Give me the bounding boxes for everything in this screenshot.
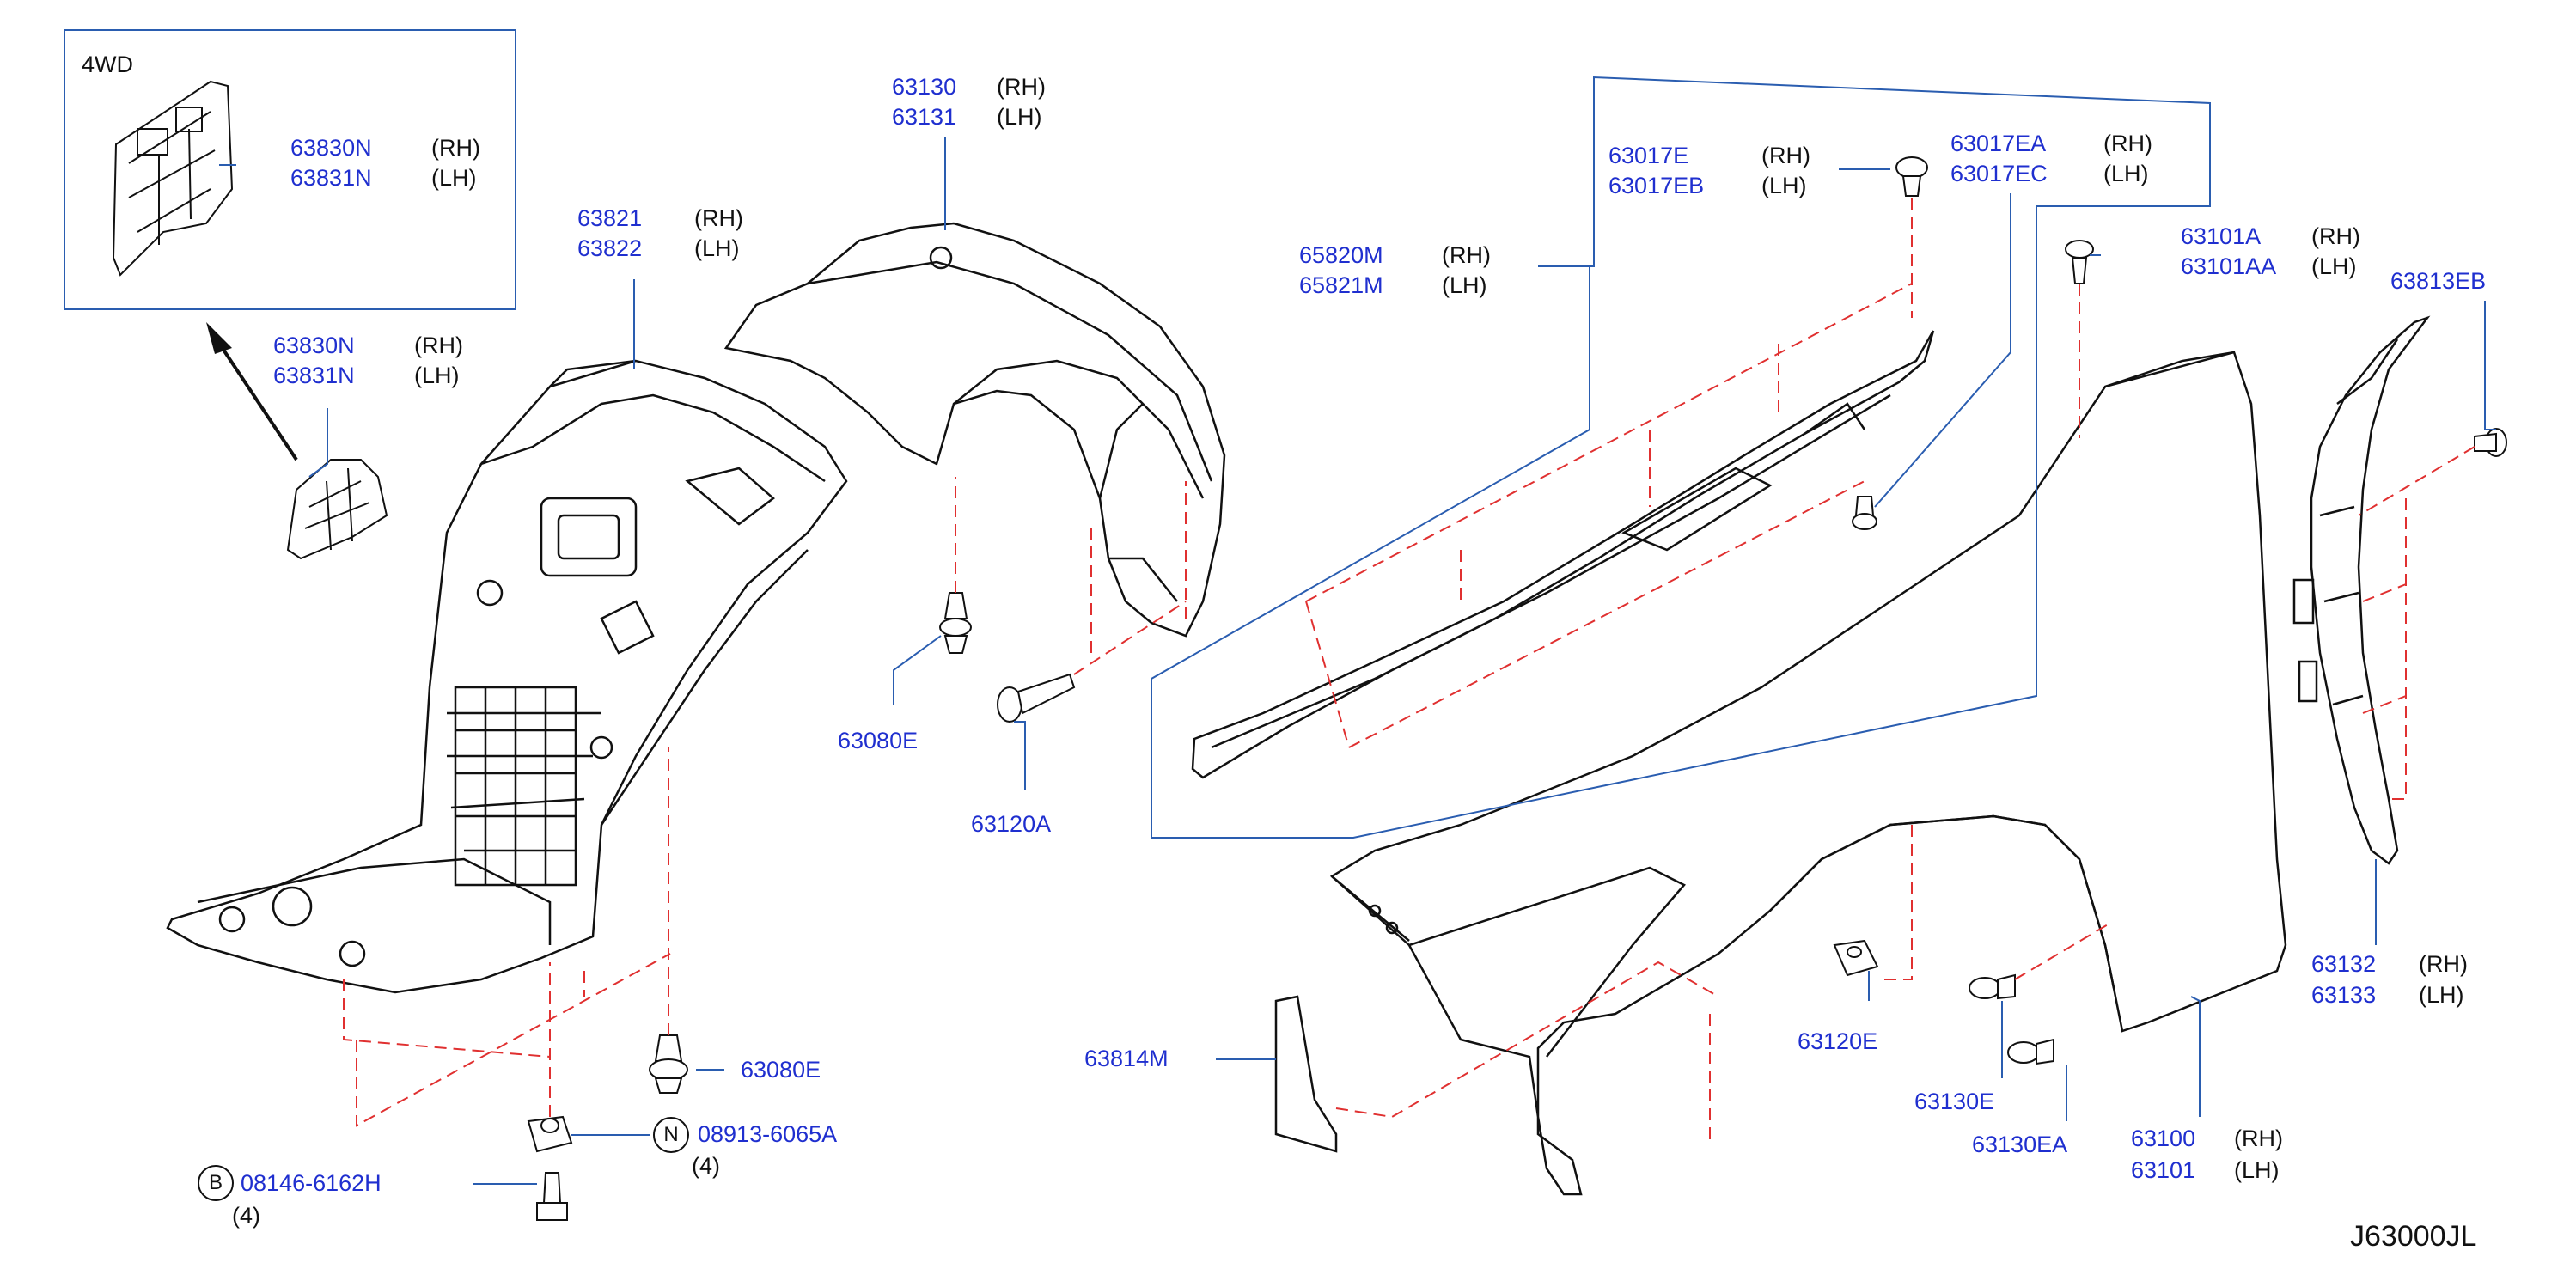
callout-63017ec-lh: (LH) (2103, 161, 2149, 186)
callout-63017ec: 63017EC (1950, 161, 2048, 186)
callout-63831n-inset-lh: (LH) (431, 165, 477, 191)
filler-63814m (1274, 995, 1338, 1153)
inset-4wd-splash-guard (112, 80, 234, 277)
callout-63101aa: 63101AA (2181, 253, 2277, 279)
clip-63017e (1895, 156, 1928, 197)
nut-08913-6065a (527, 1115, 573, 1153)
callout-63017ea: 63017EA (1950, 131, 2047, 156)
clip-63080e-top (939, 592, 972, 654)
callout-63017eb-lh: (LH) (1761, 173, 1807, 198)
leader-lines (219, 76, 2496, 1185)
screw-63120a (997, 673, 1076, 723)
hidden-lines (343, 198, 2475, 1143)
symbol-b: B (198, 1165, 234, 1201)
callout-63120a: 63120A (971, 811, 1052, 837)
callout-63830n-inset: 63830N (290, 135, 372, 161)
callout-63813eb: 63813EB (2390, 268, 2487, 294)
clip-63130e (1969, 973, 2016, 1000)
callout-63100-rh: (RH) (2234, 1126, 2283, 1151)
callout-63130: 63130 (892, 74, 957, 100)
reference-arrow (206, 322, 298, 461)
callout-63120e: 63120E (1798, 1028, 1878, 1054)
callout-63080e-top: 63080E (838, 728, 919, 753)
clip-63080e-bottom (649, 1034, 688, 1094)
fender-extension-63132 (2292, 315, 2431, 865)
callout-63101a-rh: (RH) (2311, 223, 2360, 249)
callout-63101-lh: (LH) (2234, 1157, 2280, 1183)
front-fender-liner-63821 (166, 359, 848, 994)
callout-63101a: 63101A (2181, 223, 2262, 249)
screw-63101a (2065, 240, 2094, 284)
callout-63101aa-lh: (LH) (2311, 253, 2357, 279)
callout-63814m: 63814M (1084, 1046, 1169, 1071)
callout-63133-lh: (LH) (2419, 982, 2464, 1008)
bolt-08146-6162h (536, 1172, 568, 1221)
callout-63130e: 63130E (1914, 1089, 1995, 1114)
callout-63830n-inset-rh: (RH) (431, 135, 480, 161)
callout-63831n: 63831N (273, 363, 355, 388)
callout-63133: 63133 (2311, 982, 2377, 1008)
callout-63080e-bottom: 63080E (741, 1057, 821, 1083)
callout-63822: 63822 (577, 235, 643, 261)
callout-63100: 63100 (2131, 1126, 2196, 1151)
rear-fender-liner-63130 (723, 222, 1226, 638)
callout-63101: 63101 (2131, 1157, 2196, 1183)
diagram-code: J63000JL (2350, 1220, 2477, 1253)
front-fender-63100 (1329, 351, 2287, 1196)
callout-08146-6162h-qty: (4) (232, 1203, 260, 1229)
callout-63130ea: 63130EA (1972, 1132, 2068, 1157)
callout-63131: 63131 (892, 104, 957, 130)
callout-63132-rh: (RH) (2419, 951, 2468, 977)
clip-63130ea (2007, 1038, 2054, 1065)
callout-63822-lh: (LH) (694, 235, 740, 261)
fender-rail-65820m (1191, 330, 1935, 779)
callout-63130-rh: (RH) (997, 74, 1046, 100)
callout-63821-rh: (RH) (694, 205, 743, 231)
callout-63831n-inset: 63831N (290, 165, 372, 191)
callout-63831n-lh: (LH) (414, 363, 460, 388)
callout-63132: 63132 (2311, 951, 2377, 977)
callout-08913-6065a: 08913-6065A (698, 1121, 838, 1147)
symbol-n: N (653, 1117, 689, 1153)
clip-63017ea (1852, 496, 1877, 530)
callout-65820m-rh: (RH) (1442, 242, 1491, 268)
callout-63830n-rh: (RH) (414, 332, 463, 358)
callout-08146-6162h: 08146-6162H (241, 1170, 382, 1196)
inset-label-4wd: 4WD (82, 52, 133, 77)
callout-63017eb: 63017EB (1608, 173, 1705, 198)
nut-63120e (1833, 939, 1879, 977)
callout-65820m: 65820M (1299, 242, 1383, 268)
callout-65821m-lh: (LH) (1442, 272, 1487, 298)
clip-63830n (286, 459, 388, 560)
callout-63017e-rh: (RH) (1761, 143, 1810, 168)
callout-63017ea-rh: (RH) (2103, 131, 2152, 156)
callout-63131-lh: (LH) (997, 104, 1042, 130)
callout-63821: 63821 (577, 205, 643, 231)
callout-63830n: 63830N (273, 332, 355, 358)
callout-65821m: 65821M (1299, 272, 1383, 298)
callout-08913-6065a-qty: (4) (692, 1153, 720, 1179)
callout-63017e: 63017E (1608, 143, 1689, 168)
inset-frame-4wd (64, 29, 516, 310)
clip-63813eb (2474, 428, 2507, 457)
